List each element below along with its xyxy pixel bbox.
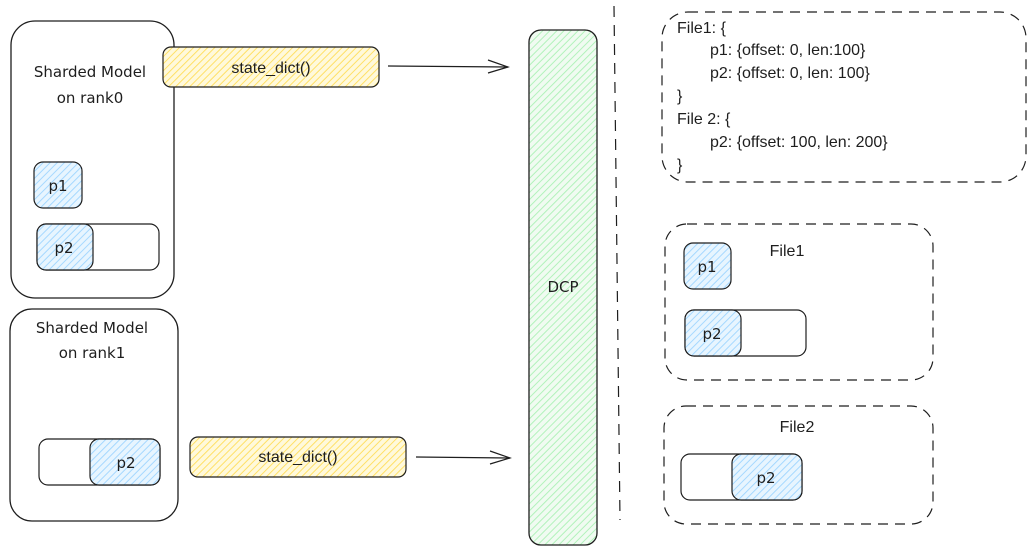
file1-title: File1 [770, 243, 805, 260]
rank0-title-line2: on rank0 [57, 89, 124, 107]
rank0-p2-label: p2 [54, 239, 73, 257]
dcp-box: DCP [528, 29, 598, 546]
rank0-param-p1: p1 [33, 161, 83, 209]
file1-p1-label: p1 [697, 258, 716, 276]
divider-line [613, 5, 621, 521]
metadata-line: p1: {offset: 0, len:100} [710, 42, 866, 59]
file1-box: File1 p1 p2 [664, 223, 934, 381]
rank0-title-line1: Sharded Model [34, 63, 146, 81]
rank0-model-box: Sharded Model on rank0 p1 p2 [10, 20, 175, 299]
file2-title: File2 [780, 419, 815, 436]
rank1-arrow [415, 450, 512, 465]
rank1-state-dict-label: state_dict() [258, 449, 337, 466]
rank0-param-p2: p2 [36, 223, 160, 271]
file2-p2-label: p2 [756, 469, 775, 487]
file1-param-p2: p2 [684, 309, 807, 357]
rank1-state-dict-box: state_dict() [189, 436, 407, 478]
metadata-box: File1: { p1: {offset: 0, len:100} p2: {o… [661, 11, 1027, 183]
rank0-p1-label: p1 [48, 177, 67, 195]
rank0-arrow [387, 59, 510, 74]
rank1-p2-label: p2 [116, 454, 135, 472]
rank1-title-line2: on rank1 [59, 344, 126, 362]
file1-p2-label: p2 [702, 325, 721, 343]
file2-box: File2 p2 [663, 405, 934, 525]
file2-param-p2: p2 [680, 453, 803, 501]
rank1-model-box: Sharded Model on rank1 p2 [9, 308, 179, 522]
metadata-line: p2: {offset: 100, len: 200} [710, 134, 888, 151]
rank1-param-p2: p2 [38, 438, 161, 486]
metadata-line: p2: {offset: 0, len: 100} [710, 65, 870, 82]
metadata-line: } [677, 157, 683, 174]
metadata-line: File1: { [677, 20, 727, 37]
metadata-line: File 2: { [677, 111, 731, 128]
metadata-line: } [677, 88, 683, 105]
rank0-state-dict-label: state_dict() [231, 60, 310, 77]
rank1-title-line1: Sharded Model [36, 319, 148, 337]
file1-param-p1: p1 [683, 242, 732, 290]
dcp-label: DCP [547, 278, 578, 296]
rank0-state-dict-box: state_dict() [162, 46, 380, 88]
